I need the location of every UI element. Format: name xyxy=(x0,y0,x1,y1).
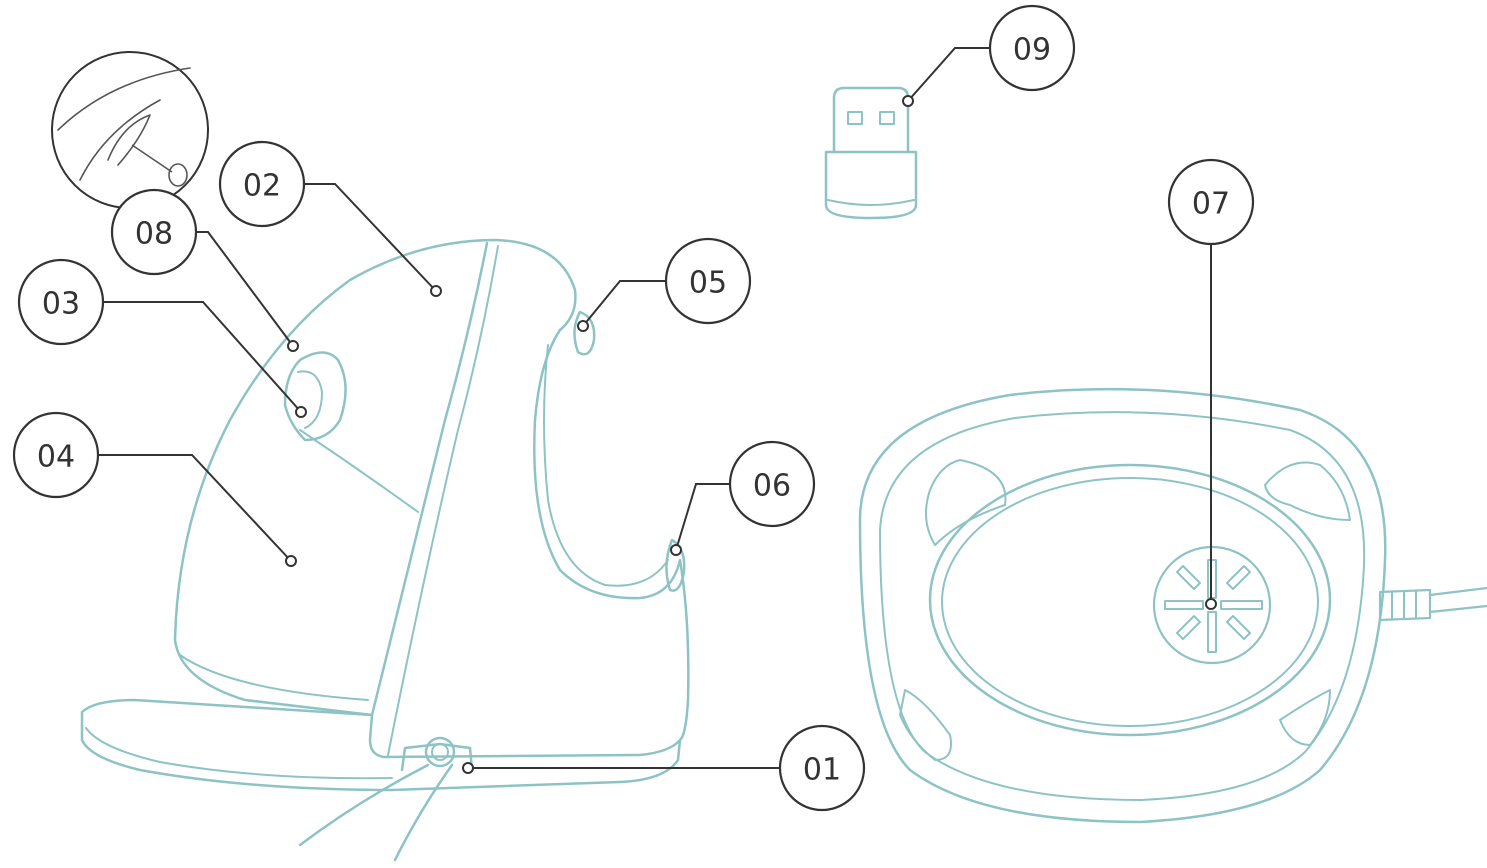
anchor-09 xyxy=(902,95,914,107)
usb-receiver-illustration xyxy=(824,86,918,220)
anchor-04 xyxy=(285,555,297,567)
mouse-base-plate-lip xyxy=(85,727,393,780)
callout-02: 02 xyxy=(218,140,306,228)
anchor-01 xyxy=(462,762,474,774)
anchor-06 xyxy=(670,544,682,556)
base-pad-cable xyxy=(1428,586,1487,597)
callout-01-label: 01 xyxy=(803,753,841,788)
scroll-wheel xyxy=(283,351,347,442)
callout-04: 04 xyxy=(12,411,100,499)
mouse-body-right-contour xyxy=(533,328,690,742)
cable-connector-ring xyxy=(431,743,449,761)
callout-07-label: 07 xyxy=(1192,187,1230,222)
mouse-button-seam xyxy=(299,429,419,513)
mouse-base-plate xyxy=(80,698,682,792)
callout-06-label: 06 xyxy=(753,469,791,504)
anchor-07 xyxy=(1205,598,1217,610)
leader-line-05 xyxy=(582,280,666,327)
usb-receiver-body xyxy=(824,150,918,220)
scroll-wheel-inner xyxy=(297,370,323,429)
callout-08: 08 xyxy=(110,188,198,276)
zoom-detail-frame xyxy=(51,51,209,209)
leader-line-04 xyxy=(98,454,292,562)
usb-receiver-contact-left xyxy=(847,111,863,125)
mouse-thumb-rest-inner xyxy=(179,654,369,701)
leader-line-09 xyxy=(907,47,990,102)
base-pad-cable-lower xyxy=(1428,604,1487,614)
side-button-upper xyxy=(573,310,596,356)
callout-leader-lines xyxy=(98,47,1212,769)
base-pad-cable-strain-relief xyxy=(1378,588,1432,622)
callout-04-label: 04 xyxy=(37,440,75,475)
mouse-front-ridge-inner xyxy=(387,245,499,756)
anchor-08 xyxy=(287,340,299,352)
callout-05: 05 xyxy=(664,237,752,325)
leader-line-03 xyxy=(102,301,302,413)
callout-07: 07 xyxy=(1167,158,1255,246)
mouse-thumb-rest xyxy=(173,638,374,717)
side-button-lower xyxy=(665,538,686,592)
mouse-cable-2 xyxy=(393,763,454,862)
base-pad-rim xyxy=(879,411,1366,801)
cable-connector xyxy=(424,736,456,768)
base-pad-foot-bottomleft xyxy=(899,689,952,761)
callout-09-label: 09 xyxy=(1013,33,1051,68)
base-pad-illustration xyxy=(858,387,1487,824)
usb-receiver-body-rim xyxy=(827,199,915,206)
callout-05-label: 05 xyxy=(689,266,727,301)
base-pad-inner-oval xyxy=(928,463,1332,737)
leader-line-06 xyxy=(675,483,730,551)
leader-line-02 xyxy=(304,183,437,292)
base-pad-outer xyxy=(858,387,1387,824)
callout-03: 03 xyxy=(17,258,105,346)
anchor-02 xyxy=(430,285,442,297)
base-pad-center-mark xyxy=(1164,559,1263,653)
callout-03-label: 03 xyxy=(42,287,80,322)
zoom-detail-pin xyxy=(131,144,173,173)
mouse-side-grip-curve xyxy=(543,344,669,587)
usb-receiver-plug xyxy=(832,86,910,154)
callout-06: 06 xyxy=(728,440,816,528)
leader-line-08 xyxy=(184,231,294,347)
base-pad-inner-oval-2 xyxy=(941,477,1319,727)
mouse-cable xyxy=(298,763,430,847)
mouse-front-ridge xyxy=(370,241,489,717)
callout-labels: 01 02 03 04 05 06 07 08 xyxy=(12,4,1255,812)
zoom-detail-curve-inner xyxy=(79,99,161,181)
zoom-detail-slot xyxy=(107,114,151,166)
mouse-body-left-contour xyxy=(173,238,577,642)
anchor-05 xyxy=(577,320,589,332)
base-pad-foot-topleft xyxy=(925,459,1007,546)
callout-01: 01 xyxy=(778,724,866,812)
zoom-detail-pinhole xyxy=(168,163,188,187)
base-pad-foot-topright xyxy=(1264,461,1351,521)
vertical-mouse-illustration xyxy=(80,238,690,862)
zoom-detail-inset xyxy=(51,51,209,209)
base-pad-foot-bottomright xyxy=(1279,689,1331,746)
callout-08-label: 08 xyxy=(135,217,173,252)
anchor-03 xyxy=(295,406,307,418)
usb-receiver-contact-right xyxy=(879,111,895,125)
callout-09: 09 xyxy=(988,4,1076,92)
zoom-detail-curve-outer xyxy=(57,67,191,131)
callout-anchor-points xyxy=(285,95,1217,774)
callout-02-label: 02 xyxy=(243,169,281,204)
